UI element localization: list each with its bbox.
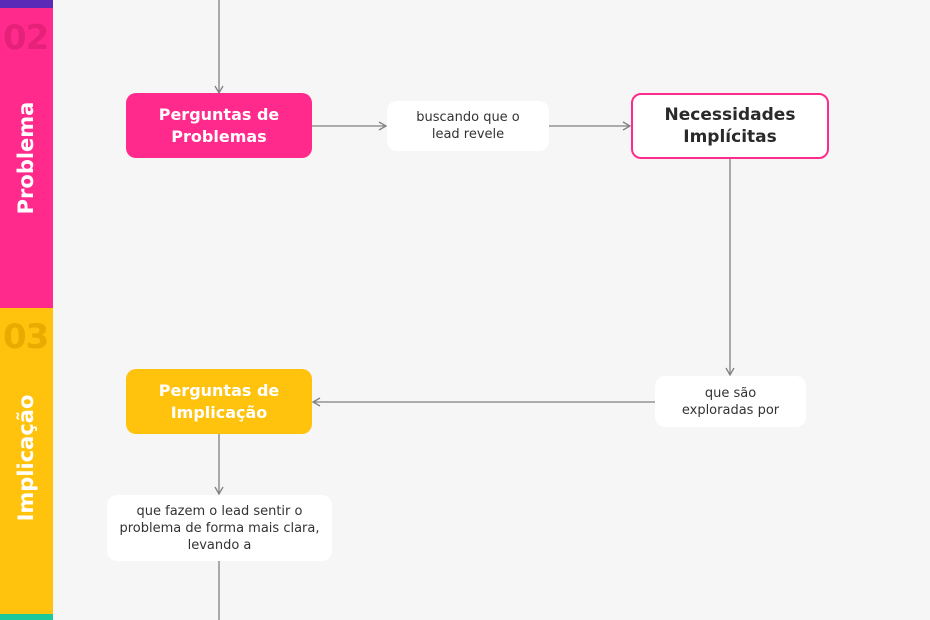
node-necessidades-implicitas: Necessidades Implícitas	[631, 93, 829, 159]
node-necessidades-implicitas-label: Necessidades Implícitas	[664, 105, 796, 147]
stage-number-problema: 02	[3, 18, 49, 58]
node-perguntas-problemas: Perguntas de Problemas	[126, 93, 312, 158]
note-exploradas-text: que são exploradas por	[681, 385, 780, 418]
note-fazem-sentir-text: que fazem o lead sentir o problema de fo…	[119, 503, 320, 553]
note-buscando: buscando que o lead revele	[387, 101, 549, 151]
note-buscando-text: buscando que o lead revele	[416, 110, 520, 142]
node-perguntas-implicacao-label: Perguntas de Implicação	[158, 380, 280, 422]
stage-number-implicacao: 03	[3, 317, 49, 357]
stage-band-problema: 02 Problema	[0, 8, 53, 308]
node-perguntas-implicacao: Perguntas de Implicação	[126, 369, 312, 434]
note-fazem-sentir: que fazem o lead sentir o problema de fo…	[107, 495, 332, 561]
note-exploradas: que são exploradas por	[655, 376, 806, 427]
stage-band-previous	[0, 0, 53, 8]
node-perguntas-problemas-label: Perguntas de Problemas	[158, 104, 280, 146]
stage-band-next	[0, 614, 53, 620]
stage-band-implicacao: 03 Implicação	[0, 308, 53, 614]
